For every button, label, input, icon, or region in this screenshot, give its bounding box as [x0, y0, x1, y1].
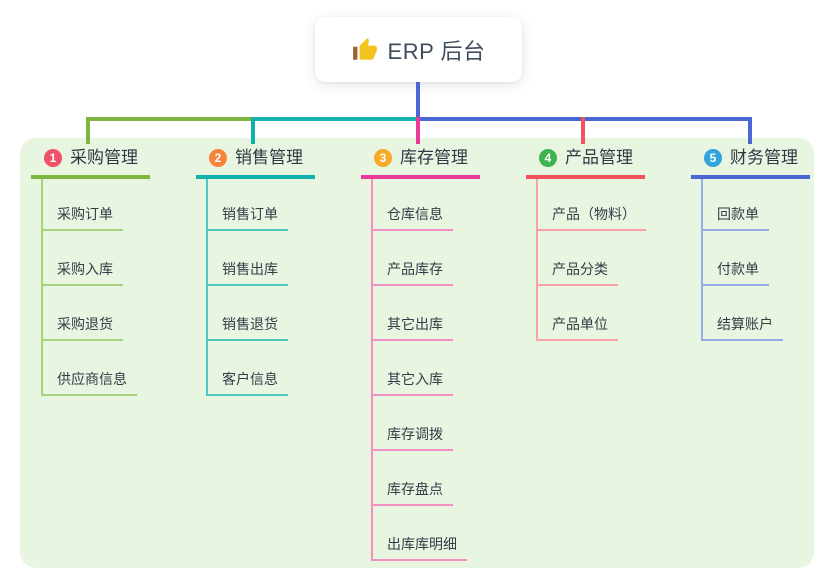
child-node[interactable]: 采购退货 [41, 314, 123, 341]
branch-node-5[interactable]: 5 财务管理 [691, 146, 810, 179]
branches-panel [20, 138, 814, 568]
branch-drop-line-1 [86, 117, 90, 144]
branch-node-3[interactable]: 3 库存管理 [361, 146, 480, 179]
child-node[interactable]: 产品库存 [371, 259, 453, 286]
branch-number-badge: 5 [704, 149, 722, 167]
branch-number-badge: 4 [539, 149, 557, 167]
child-rail-2 [206, 179, 208, 396]
child-rail-3 [371, 179, 373, 561]
branch-drop-line-5 [748, 117, 752, 144]
branch-number-badge: 2 [209, 149, 227, 167]
child-node[interactable]: 其它出库 [371, 314, 453, 341]
child-node[interactable]: 采购订单 [41, 204, 123, 231]
child-node[interactable]: 库存盘点 [371, 479, 453, 506]
branch-node-2[interactable]: 2 销售管理 [196, 146, 315, 179]
child-node[interactable]: 采购入库 [41, 259, 123, 286]
branch-drop-line-4 [581, 117, 585, 144]
child-rail-4 [536, 179, 538, 341]
branch-number-badge: 1 [44, 149, 62, 167]
child-node[interactable]: 销售出库 [206, 259, 288, 286]
child-node[interactable]: 客户信息 [206, 369, 288, 396]
bus-segment-1 [86, 117, 255, 121]
child-node[interactable]: 库存调拨 [371, 424, 453, 451]
child-rail-1 [41, 179, 43, 396]
child-node[interactable]: 出库库明细 [371, 534, 467, 561]
child-node[interactable]: 供应商信息 [41, 369, 137, 396]
child-rail-5 [701, 179, 703, 341]
bus-segment-2 [251, 117, 420, 121]
branch-label: 销售管理 [235, 148, 303, 167]
branch-label: 产品管理 [565, 148, 633, 167]
child-node[interactable]: 结算账户 [701, 314, 783, 341]
child-node[interactable]: 产品分类 [536, 259, 618, 286]
child-node[interactable]: 仓库信息 [371, 204, 453, 231]
child-node[interactable]: 销售订单 [206, 204, 288, 231]
root-connector-line [416, 82, 420, 121]
root-node-label: ERP 后台 [387, 38, 486, 64]
child-node[interactable]: 回款单 [701, 204, 769, 231]
branch-drop-line-3 [416, 117, 420, 144]
branch-node-1[interactable]: 1 采购管理 [31, 146, 150, 179]
thumbs-up-icon [352, 37, 378, 63]
branch-node-4[interactable]: 4 产品管理 [526, 146, 645, 179]
branch-label: 财务管理 [730, 148, 798, 167]
branch-label: 采购管理 [70, 148, 138, 167]
child-node[interactable]: 销售退货 [206, 314, 288, 341]
child-node[interactable]: 产品（物料） [536, 204, 646, 231]
branch-number-badge: 3 [374, 149, 392, 167]
child-node[interactable]: 其它入库 [371, 369, 453, 396]
branch-label: 库存管理 [400, 148, 468, 167]
root-node[interactable]: ERP 后台 [315, 17, 522, 82]
child-node[interactable]: 产品单位 [536, 314, 618, 341]
child-node[interactable]: 付款单 [701, 259, 769, 286]
branch-drop-line-2 [251, 117, 255, 144]
